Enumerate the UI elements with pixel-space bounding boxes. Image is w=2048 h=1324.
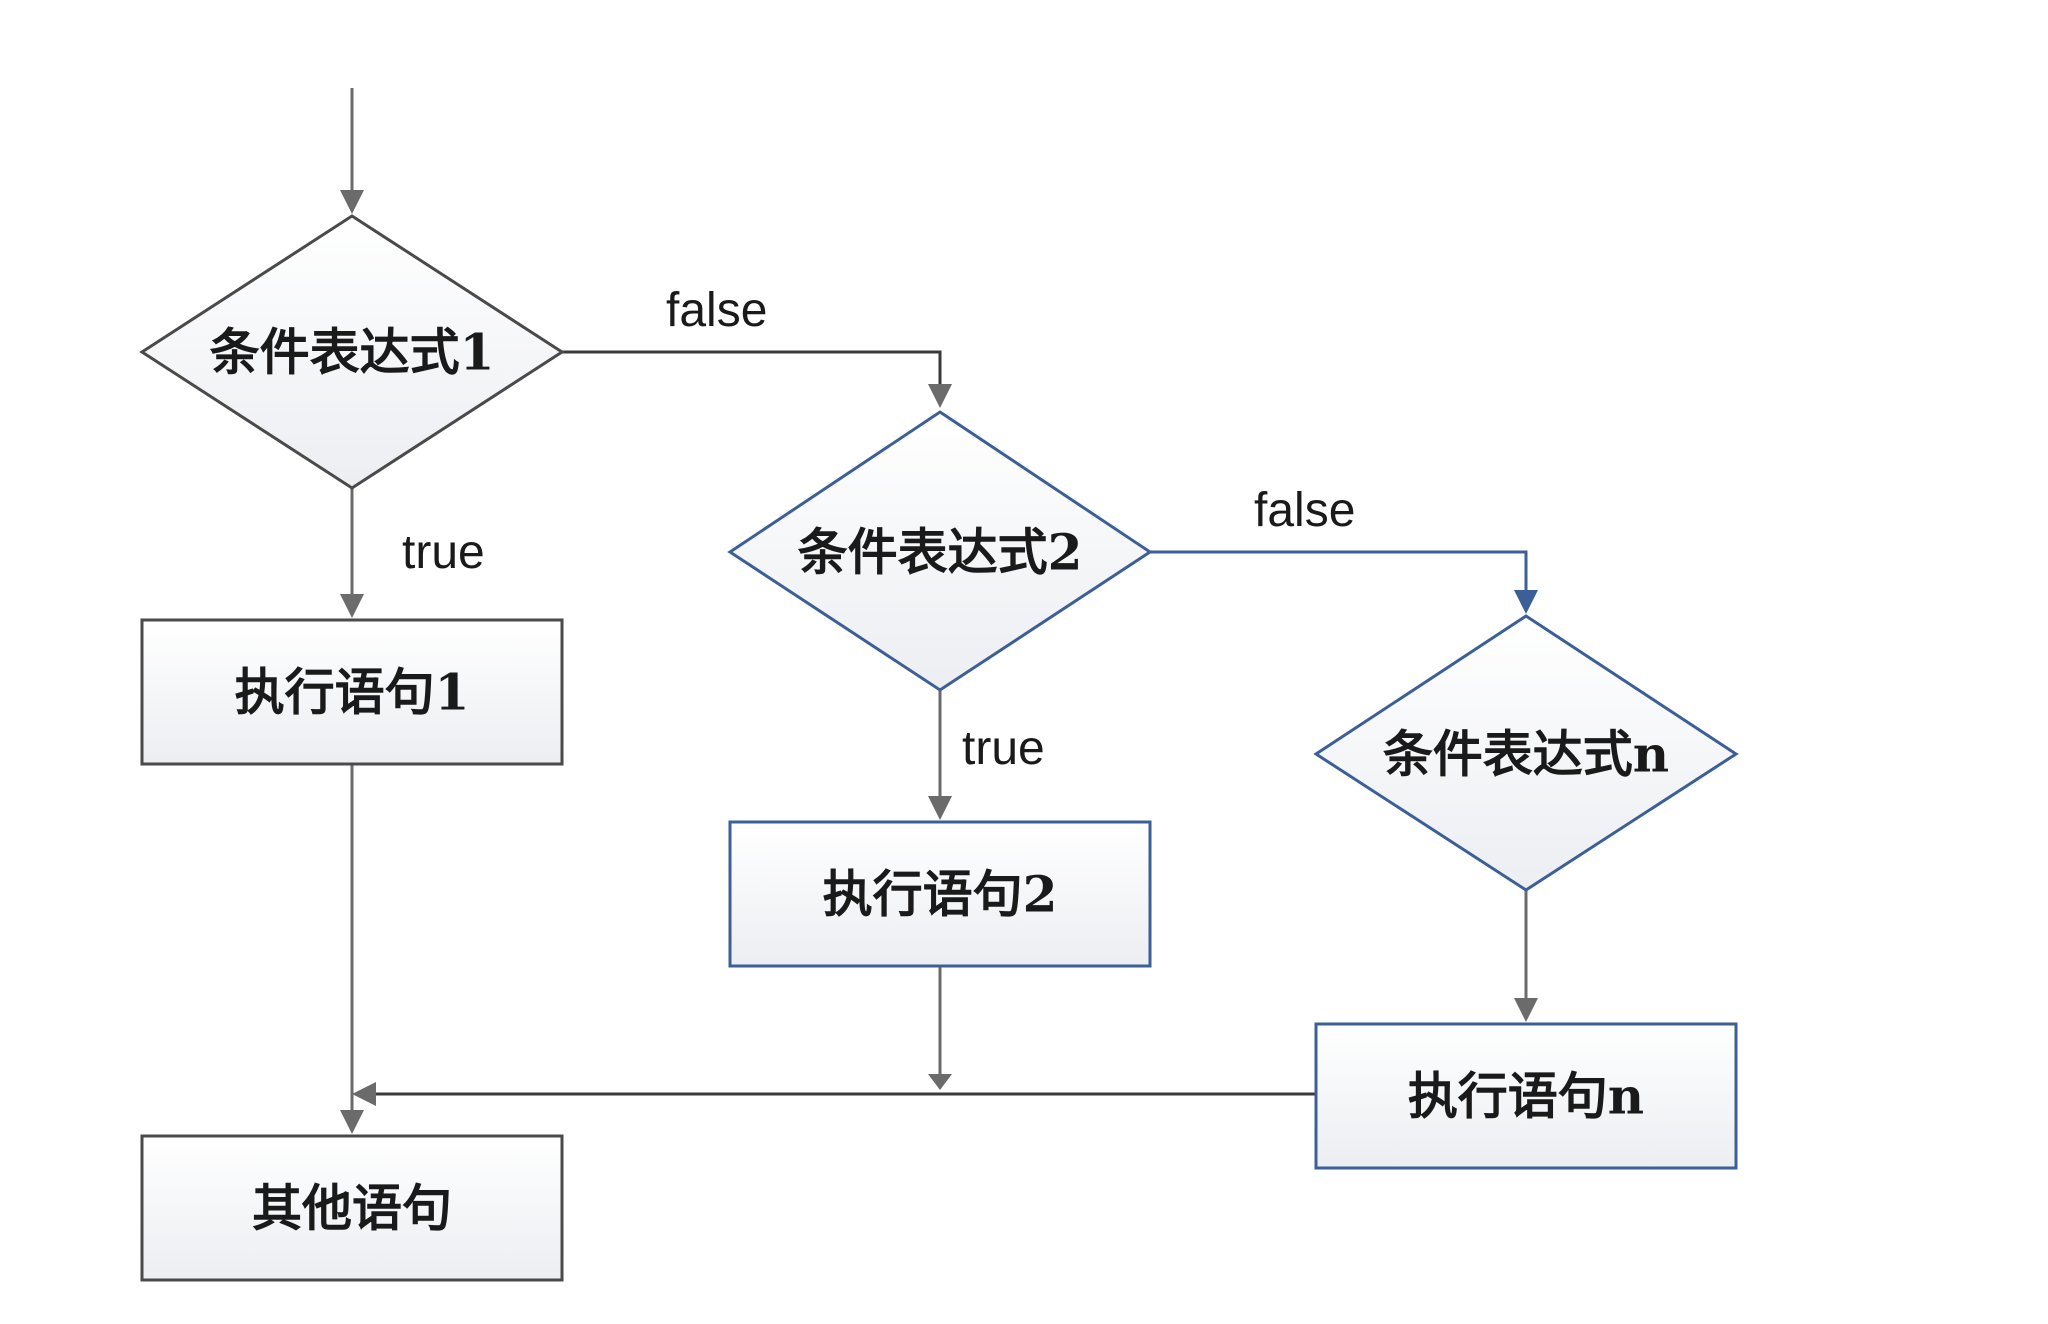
true-label-2: true	[962, 722, 1045, 775]
false-arrowhead-2	[1514, 590, 1538, 614]
other-arrowhead	[340, 1110, 364, 1134]
other-statement-label: 其他语句	[252, 1179, 452, 1238]
statement-n-label: 执行语句n	[1408, 1067, 1644, 1126]
merge-arrowhead	[352, 1082, 376, 1106]
condition-n-label: 条件表达式n	[1383, 725, 1669, 784]
statement-1-label: 执行语句1	[235, 663, 470, 722]
statement-n-box	[1314, 1022, 1738, 1170]
true-arrowhead-1	[340, 594, 364, 618]
false-connector-1	[562, 350, 942, 388]
true-label-1: true	[402, 526, 485, 579]
false-arrowhead-1	[928, 384, 952, 408]
sn-arrowhead	[1514, 998, 1538, 1022]
true-arrowhead-2	[928, 796, 952, 820]
false-label-1: false	[666, 284, 767, 337]
condition-n-diamond	[1313, 614, 1739, 892]
statement-1-box	[140, 618, 564, 766]
false-label-2: false	[1254, 484, 1355, 537]
condition-1-label: 条件表达式1	[210, 323, 495, 382]
false-connector-2	[1150, 550, 1528, 590]
statement-2-box	[728, 820, 1152, 968]
entry-arrowhead	[340, 190, 364, 214]
s2-down-arrowhead	[928, 1074, 952, 1090]
condition-2-diamond	[727, 410, 1153, 692]
condition-2-label: 条件表达式2	[798, 523, 1083, 582]
statement-2-label: 执行语句2	[823, 865, 1058, 924]
other-statement-box	[140, 1134, 564, 1282]
condition-1-diamond	[139, 214, 565, 490]
